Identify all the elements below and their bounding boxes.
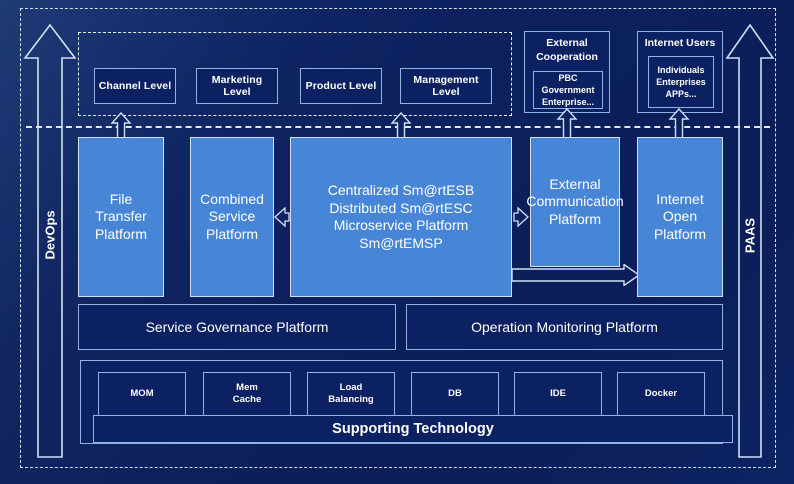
- core-bus-line-1: Centralized Sm@rtESB: [327, 182, 475, 198]
- level-box-product[interactable]: Product Level: [300, 68, 382, 104]
- core-bus-line-2: Distributed Sm@rtESC: [329, 199, 473, 216]
- platform-file-transfer-line-3: Platform: [94, 225, 148, 242]
- platform-combined-service[interactable]: Combined Service Platform: [190, 137, 274, 297]
- internet-users-title: Internet Users: [644, 37, 716, 49]
- tech-box-mom[interactable]: MOM: [98, 372, 186, 416]
- tech-mom-line-1: MOM: [130, 388, 154, 400]
- tech-box-load-balancing[interactable]: Load Balancing: [307, 372, 395, 416]
- level-box-marketing[interactable]: Marketing Level: [196, 68, 278, 104]
- tech-box-ide[interactable]: IDE: [514, 372, 602, 416]
- tech-mem-cache-line-1: Mem: [236, 382, 258, 394]
- internet-open-line-3: Platform: [653, 225, 707, 242]
- platform-external-communication[interactable]: External Communication Platform: [526, 137, 624, 267]
- platform-combined-service-line-2: Service: [208, 208, 256, 225]
- tech-box-mem-cache[interactable]: Mem Cache: [203, 372, 291, 416]
- tech-db-line-1: DB: [448, 388, 462, 400]
- external-comm-line-2: Communication: [526, 193, 624, 210]
- tech-load-balancing-line-1: Load: [339, 382, 363, 394]
- external-cooperation-title: External Cooperation: [536, 37, 598, 63]
- devops-label: DevOps: [42, 210, 58, 260]
- platform-combined-service-line-1: Combined: [200, 190, 264, 207]
- flow-arrow-core-bus-to-internet-open: [511, 263, 641, 287]
- tech-ide-line-1: IDE: [550, 388, 566, 400]
- connector-arrow-external-comm: [556, 107, 578, 140]
- platform-combined-service-line-3: Platform: [205, 225, 259, 242]
- level-box-management[interactable]: Management Level: [400, 68, 492, 104]
- connector-arrow-core-bus: [390, 111, 412, 140]
- internet-users-detail: Individuals Enterprises APPs...: [648, 56, 714, 108]
- tech-mem-cache-line-2: Cache: [232, 394, 262, 405]
- paas-label: PAAS: [742, 217, 758, 254]
- platform-file-transfer-line-2: Transfer: [95, 208, 147, 225]
- external-cooperation-detail: PBC Government Enterprise...: [533, 71, 603, 109]
- outer-boundary: [20, 8, 776, 468]
- flow-arrow-left-to-combined-service: [274, 204, 290, 230]
- tech-docker-line-1: Docker: [644, 388, 678, 400]
- supporting-technology-bar[interactable]: Supporting Technology: [93, 415, 733, 443]
- internet-open-line-1: Internet: [656, 190, 704, 207]
- connector-arrow-file-transfer: [110, 111, 132, 140]
- external-cooperation-box[interactable]: External Cooperation PBC Government Ente…: [524, 31, 610, 113]
- platform-file-transfer-line-1: File: [109, 190, 133, 207]
- external-comm-line-3: Platform: [548, 210, 602, 227]
- tech-load-balancing-line-2: Balancing: [328, 394, 374, 405]
- platform-file-transfer[interactable]: File Transfer Platform: [78, 137, 164, 297]
- business-levels-container: [78, 32, 512, 116]
- level-box-channel[interactable]: Channel Level: [94, 68, 176, 104]
- connector-arrow-internet-open: [668, 107, 690, 140]
- core-bus-line-3: Microservice Platform Sm@rtEMSP: [333, 217, 469, 251]
- bar-operation-monitoring[interactable]: Operation Monitoring Platform: [406, 304, 723, 350]
- platform-core-service-bus[interactable]: Centralized Sm@rtESB Distributed Sm@rtES…: [290, 137, 512, 297]
- flow-arrow-right-to-external-comm: [513, 204, 529, 230]
- external-comm-line-1: External: [549, 175, 601, 192]
- internet-open-line-2: Open: [662, 208, 698, 225]
- tech-box-db[interactable]: DB: [411, 372, 499, 416]
- tech-box-docker[interactable]: Docker: [617, 372, 705, 416]
- internet-users-box[interactable]: Internet Users Individuals Enterprises A…: [637, 31, 723, 113]
- bar-service-governance[interactable]: Service Governance Platform: [78, 304, 396, 350]
- platform-internet-open[interactable]: Internet Open Platform: [637, 137, 723, 297]
